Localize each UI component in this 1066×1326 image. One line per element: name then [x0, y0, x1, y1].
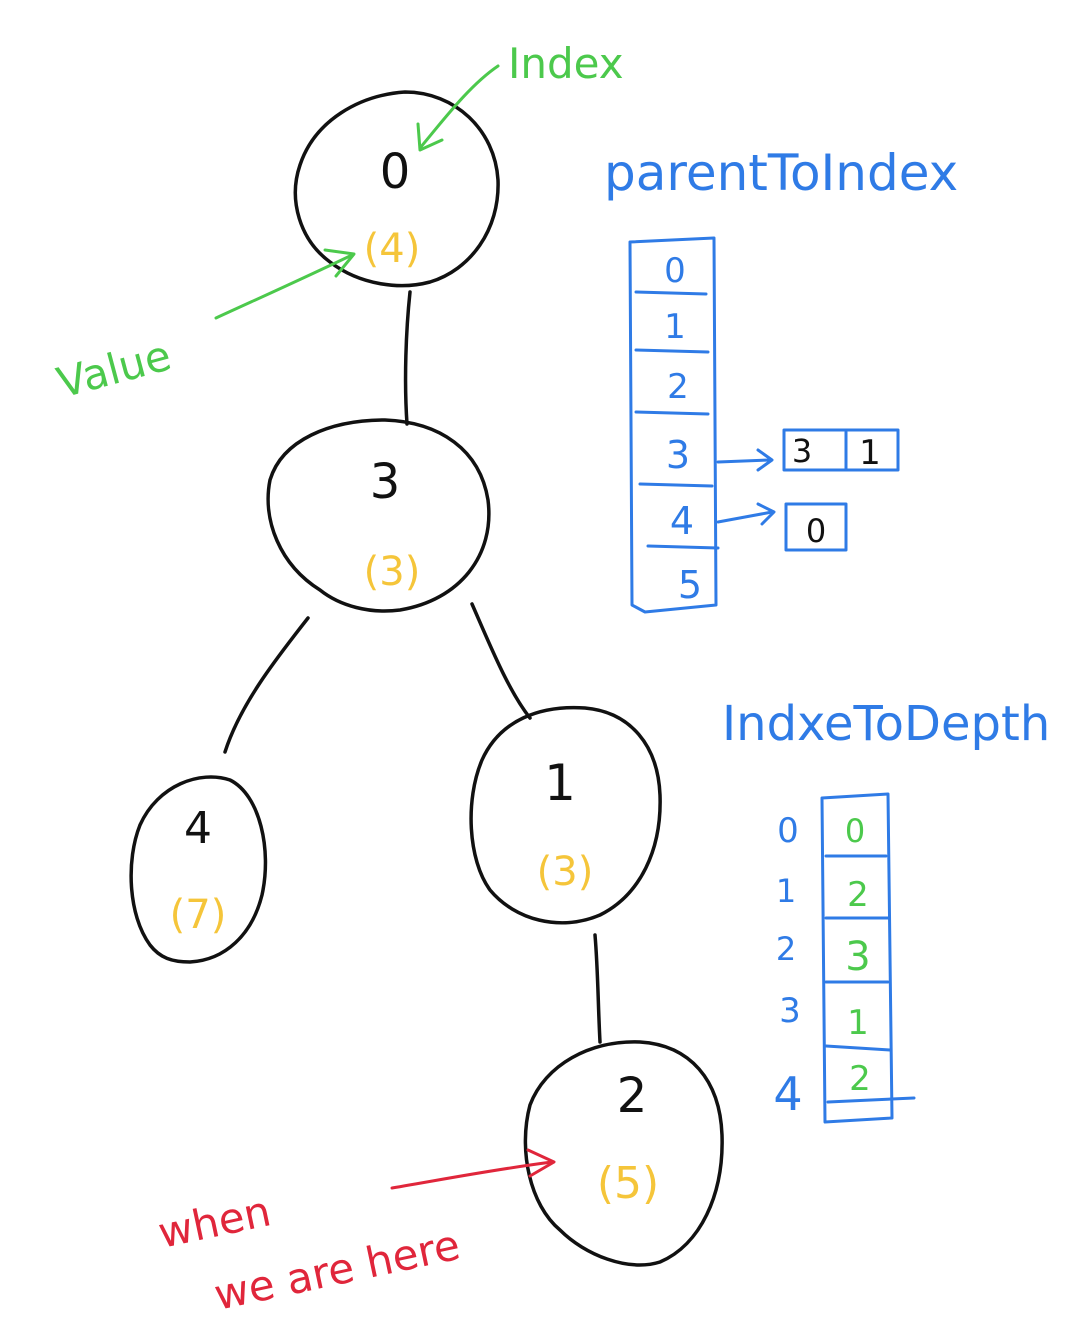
edge-1-2 [593, 933, 602, 1044]
table-row-label: 0 [664, 251, 686, 291]
index-annotation-label: Index [508, 39, 624, 88]
list-item: 3 [792, 432, 812, 470]
here-annotation: when we are here [154, 1148, 556, 1320]
edge-0-3 [403, 290, 412, 426]
node-index-label: 3 [370, 454, 401, 510]
depth-index-label: 4 [773, 1067, 802, 1121]
list-box [784, 502, 848, 552]
depth-index-label: 2 [776, 930, 796, 968]
depth-value: 3 [845, 934, 870, 980]
list-item: 1 [859, 433, 881, 473]
here-annotation-line1: when [154, 1186, 275, 1258]
node-index-label: 1 [544, 754, 576, 812]
index-to-depth-table: IndxeToDepth 0 1 2 3 4 0 2 3 1 2 [722, 696, 1050, 1124]
table-row-label: 5 [678, 563, 702, 607]
depth-value: 2 [847, 875, 869, 915]
table-row-label: 1 [664, 307, 686, 347]
list-box [782, 428, 900, 472]
tree-node-4: 4 (7) [129, 775, 268, 964]
node-value-label: (4) [364, 226, 421, 272]
arrow-head-icon [756, 502, 776, 526]
arrow-head-icon [756, 448, 774, 472]
node-value-label: (7) [170, 892, 227, 938]
arrow-head-icon [323, 248, 356, 278]
edge-3-1 [470, 602, 532, 720]
node-index-label: 0 [380, 144, 411, 200]
table-row-label: 2 [667, 367, 689, 407]
table-frame [820, 792, 894, 1124]
depth-value: 1 [847, 1003, 869, 1043]
arrow-head-icon [416, 122, 444, 152]
depth-index-label: 0 [777, 811, 799, 851]
node-value-label: (5) [597, 1158, 659, 1209]
node-index-label: 4 [184, 803, 212, 854]
node-value-label: (3) [537, 849, 594, 895]
node-value-label: (3) [364, 549, 421, 595]
tree-node-3: 3 (3) [266, 418, 491, 613]
depth-index-label: 1 [776, 872, 796, 910]
parent-to-index-table: parentToIndex 0 1 2 3 4 5 3 1 0 [604, 144, 958, 614]
depth-value: 0 [845, 812, 865, 850]
list-item: 0 [806, 512, 826, 550]
value-annotation-label: Value [52, 330, 176, 407]
table-row-label: 3 [666, 433, 690, 477]
depth-value: 2 [849, 1059, 871, 1099]
index-to-depth-title: IndxeToDepth [722, 696, 1050, 752]
node-index-label: 2 [617, 1068, 648, 1124]
edge-3-4 [223, 616, 310, 754]
tree-node-1: 1 (3) [469, 705, 662, 925]
tree-node-0: 0 (4) [293, 90, 500, 288]
table-frame [628, 236, 718, 614]
table-row-label: 4 [670, 499, 694, 543]
depth-index-label: 3 [779, 991, 801, 1031]
value-annotation: Value [52, 248, 356, 408]
tree-node-2: 2 (5) [523, 1040, 724, 1267]
arrow-head-icon [526, 1148, 556, 1178]
index-annotation: Index [416, 39, 624, 152]
parent-to-index-title: parentToIndex [604, 144, 958, 202]
